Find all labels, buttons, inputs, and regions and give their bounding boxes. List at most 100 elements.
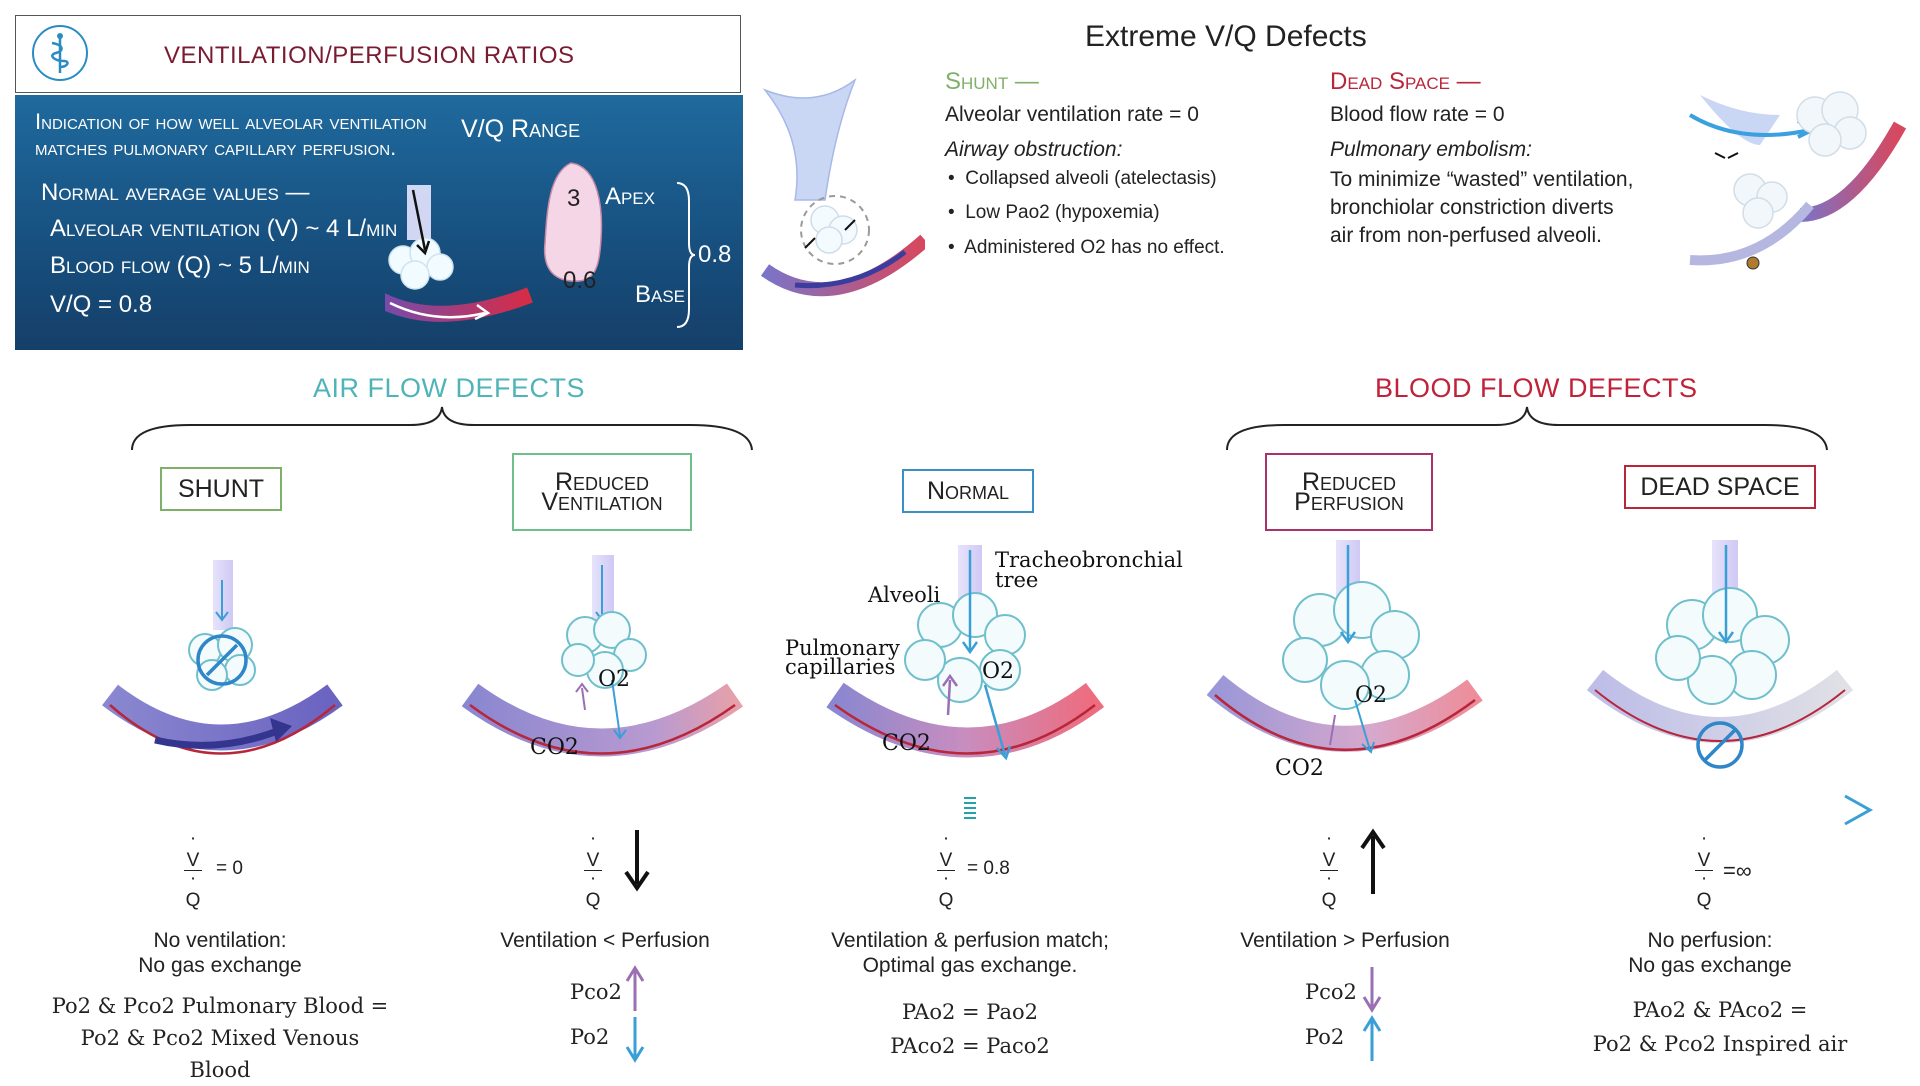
ratio-bar	[1320, 870, 1338, 871]
category-shunt: SHUNT	[160, 467, 282, 511]
rp-co2-label: CO2	[1275, 756, 1324, 781]
dead-space-cause: Pulmonary embolism:	[1330, 138, 1532, 161]
rp-pco2-down-arrow-icon	[1362, 967, 1382, 1013]
dead-space-description: No perfusion: No gas exchange	[1570, 928, 1850, 978]
ratio-shunt: ·V ·Q = 0	[182, 828, 302, 911]
rp-pco2-label: Pco2	[1305, 980, 1357, 1004]
shunt-bullet-1-text: Collapsed alveoli (atelectasis)	[965, 168, 1217, 189]
blood-flow-value: Blood flow (Q) ~ 5 L/min	[50, 252, 310, 279]
dead-space-description-1: No perfusion:	[1647, 929, 1773, 952]
mini-alveolus-illustration	[385, 185, 533, 322]
ratio-v-text: V	[1322, 850, 1336, 871]
dead-space-diagram	[1586, 540, 1854, 769]
shunt-bullet-2: • Low Pao2 (hypoxemia)	[948, 202, 1160, 223]
normal-o2-label: O2	[982, 659, 1014, 684]
range-average-value: 0.8	[698, 241, 732, 268]
ratio-bar	[184, 870, 202, 871]
extreme-defects-title: Extreme V/Q Defects	[1085, 20, 1367, 53]
apex-value: 3	[567, 185, 581, 212]
ratio-q-text: Q	[1321, 890, 1337, 911]
lung-shape-icon	[543, 162, 603, 282]
reduced-ventilation-description: Ventilation < Perfusion	[500, 929, 710, 952]
dead-space-text-2: bronchiolar constriction diverts	[1330, 196, 1614, 219]
vq-diagrams: O2 CO2 Tracheobronchial tree Alveoli Pul…	[102, 540, 1854, 781]
ratio-v-text: V	[186, 850, 200, 871]
ratio-q-text: Q	[1696, 890, 1712, 911]
category-reduced-ventilation: Reduced Ventilation	[512, 453, 692, 531]
dead-space-illustration	[1688, 91, 1907, 270]
ratio-q-text: Q	[185, 890, 201, 911]
panel-header: VENTILATION/PERFUSION RATIOS	[15, 15, 741, 93]
shunt-heading: Shunt —	[945, 68, 1039, 95]
air-flow-brace-icon	[131, 406, 753, 451]
tree-label: tree	[995, 568, 1038, 592]
vq-normal-ratio: V/Q = 0.8	[50, 291, 153, 318]
shunt-cause: Airway obstruction:	[945, 138, 1123, 161]
dead-space-gas-line-1: PAo2 & PAco2 =	[1632, 998, 1808, 1022]
normal-gas-line-1: PAo2 = Pao2	[901, 1000, 1039, 1024]
dead-space-text-1: To minimize “wasted” ventilation,	[1330, 168, 1634, 191]
ratio-v: ·V	[586, 828, 600, 871]
ratio-q: ·Q	[185, 868, 201, 911]
blood-flow-brace-icon	[1226, 406, 1828, 451]
rv-po2-label: Po2	[570, 1025, 610, 1049]
normal-description-1: Ventilation & perfusion match;	[831, 929, 1109, 952]
base-value: 0.6	[563, 267, 597, 294]
panel-body: Indication of how well alveolar ventilat…	[15, 95, 743, 350]
normal-co2-label: CO2	[882, 731, 931, 756]
alveolar-ventilation-value: Alveolar ventilation (V) ~ 4 L/min	[50, 215, 398, 242]
ratio-v: ·V	[939, 828, 953, 871]
normal-description: Ventilation & perfusion match; Optimal g…	[790, 928, 1150, 978]
ratio-down-arrow-icon	[624, 830, 650, 892]
ratio-value: = 0	[216, 858, 243, 879]
reduced-perfusion-diagram	[1206, 540, 1483, 754]
shunt-bullet-1: • Collapsed alveoli (atelectasis)	[948, 168, 1217, 189]
ratio-q: ·Q	[1696, 868, 1712, 911]
ratio-q-text: Q	[585, 890, 601, 911]
shunt-description-1: No ventilation:	[153, 929, 287, 952]
normal-values-heading: Normal average values —	[41, 179, 310, 206]
dead-space-blood-flow: Blood flow rate = 0	[1330, 103, 1505, 126]
dead-space-gas-line-2: Po2 & Pco2 Inspired air	[1592, 1032, 1848, 1056]
ratio-value: =∞	[1723, 858, 1752, 883]
dead-space-heading: Dead Space —	[1330, 68, 1481, 95]
shunt-bullet-3-text: Administered O2 has no effect.	[964, 237, 1225, 258]
reduced-perfusion-description: Ventilation > Perfusion	[1240, 929, 1450, 952]
capillaries-label: capillaries	[785, 655, 895, 679]
ratio-bar	[1695, 870, 1713, 871]
rp-o2-label: O2	[1355, 683, 1387, 708]
apex-label: Apex	[605, 183, 656, 210]
ratio-v-text: V	[586, 850, 600, 871]
shunt-description-2: No gas exchange	[138, 954, 302, 977]
tracheobronchial-label: Tracheobronchial	[995, 548, 1183, 572]
ratio-dead-space: ·V ·Q =∞	[1693, 828, 1813, 911]
vq-axis-arrow	[148, 794, 1874, 826]
normal-diagram	[826, 545, 1105, 761]
category-reduced-perfusion: Reduced Perfusion	[1265, 453, 1433, 531]
ratio-reduced-ventilation: ·V ·Q	[582, 828, 662, 911]
pulmonary-label: Pulmonary	[785, 636, 900, 660]
ratio-v: ·V	[186, 828, 200, 871]
ratio-value: = 0.8	[967, 858, 1010, 879]
ratio-q-text: Q	[938, 890, 954, 911]
ratio-up-arrow-icon	[1360, 828, 1386, 894]
ratio-v-text: V	[939, 850, 953, 871]
reduced-ventilation-diagram	[461, 555, 744, 757]
panel-description-2: matches pulmonary capillary perfusion.	[35, 135, 397, 160]
ratio-q: ·Q	[1321, 868, 1337, 911]
ratio-bar	[937, 870, 955, 871]
blood-flow-defects-heading: BLOOD FLOW DEFECTS	[1375, 373, 1698, 403]
ratio-q: ·Q	[585, 868, 601, 911]
rv-po2-down-arrow-icon	[625, 1017, 645, 1063]
shunt-description: No ventilation: No gas exchange	[80, 928, 360, 978]
shunt-gas-note: Po2 & Pco2 Pulmonary Blood = Po2 & Pco2 …	[50, 990, 390, 1086]
rp-po2-label: Po2	[1305, 1025, 1345, 1049]
shunt-bullet-2-text: Low Pao2 (hypoxemia)	[965, 202, 1160, 223]
ratio-v: ·V	[1322, 828, 1336, 871]
shunt-diagram	[102, 560, 343, 755]
panel-title: VENTILATION/PERFUSION RATIOS	[164, 42, 575, 69]
category-dead-space: DEAD SPACE	[1624, 465, 1816, 509]
dead-space-gas-note: PAo2 & PAco2 = Po2 & Pco2 Inspired air	[1560, 993, 1880, 1061]
shunt-gas-line-1: Po2 & Pco2 Pulmonary Blood =	[51, 994, 389, 1018]
caduceus-logo-icon	[32, 25, 88, 81]
